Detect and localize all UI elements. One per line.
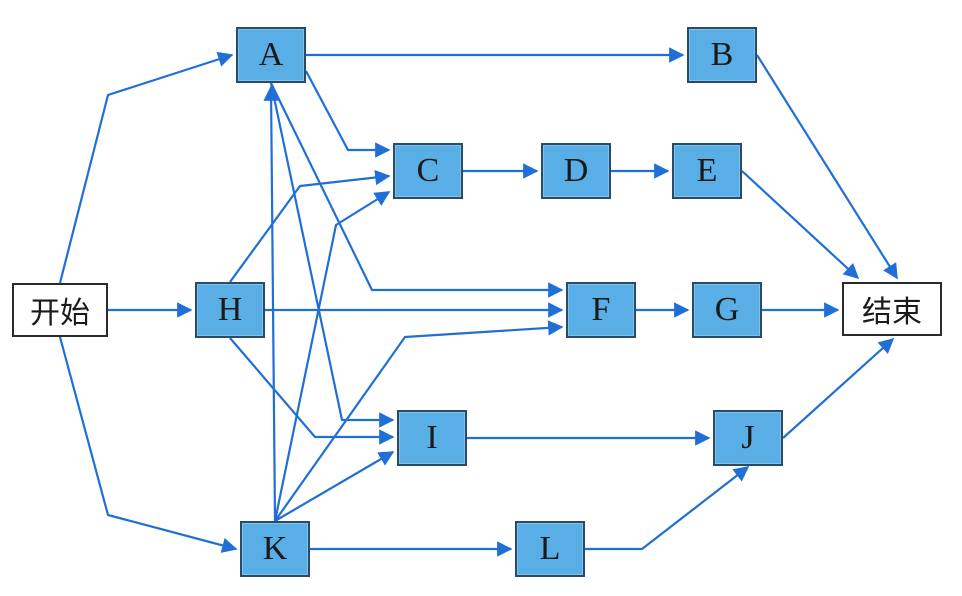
node-start: 开始: [12, 283, 108, 337]
arrow-b-to-end: [756, 54, 898, 280]
node-d: D: [541, 143, 611, 199]
arrow-l-to-j: [585, 466, 750, 551]
node-h: H: [195, 282, 265, 338]
arrow-a-to-f: [270, 82, 564, 298]
node-end: 结束: [842, 282, 942, 336]
node-l: L: [515, 521, 585, 577]
arrow-k-to-i: [274, 451, 395, 522]
node-g: G: [692, 282, 762, 338]
arrow-h-to-i: [229, 337, 395, 445]
arrow-start-to-a: [58, 51, 234, 284]
node-f: F: [566, 282, 636, 338]
node-c: C: [393, 143, 463, 199]
arrow-k-to-c: [273, 191, 391, 522]
arrow-a-to-i: [269, 82, 395, 428]
arrow-e-to-end: [741, 170, 860, 280]
node-e: E: [672, 143, 742, 199]
node-k: K: [240, 521, 310, 577]
node-a: A: [236, 27, 306, 83]
arrow-k-to-a: [263, 85, 279, 522]
arrow-k-to-f: [274, 320, 564, 522]
node-b: B: [687, 27, 757, 83]
arrow-a-to-c: [305, 70, 391, 158]
arrow-j-to-end: [782, 337, 895, 439]
arrow-start-to-k: [58, 336, 238, 553]
node-j: J: [713, 410, 783, 466]
node-i: I: [397, 410, 467, 466]
arrow-h-to-c: [229, 169, 391, 283]
